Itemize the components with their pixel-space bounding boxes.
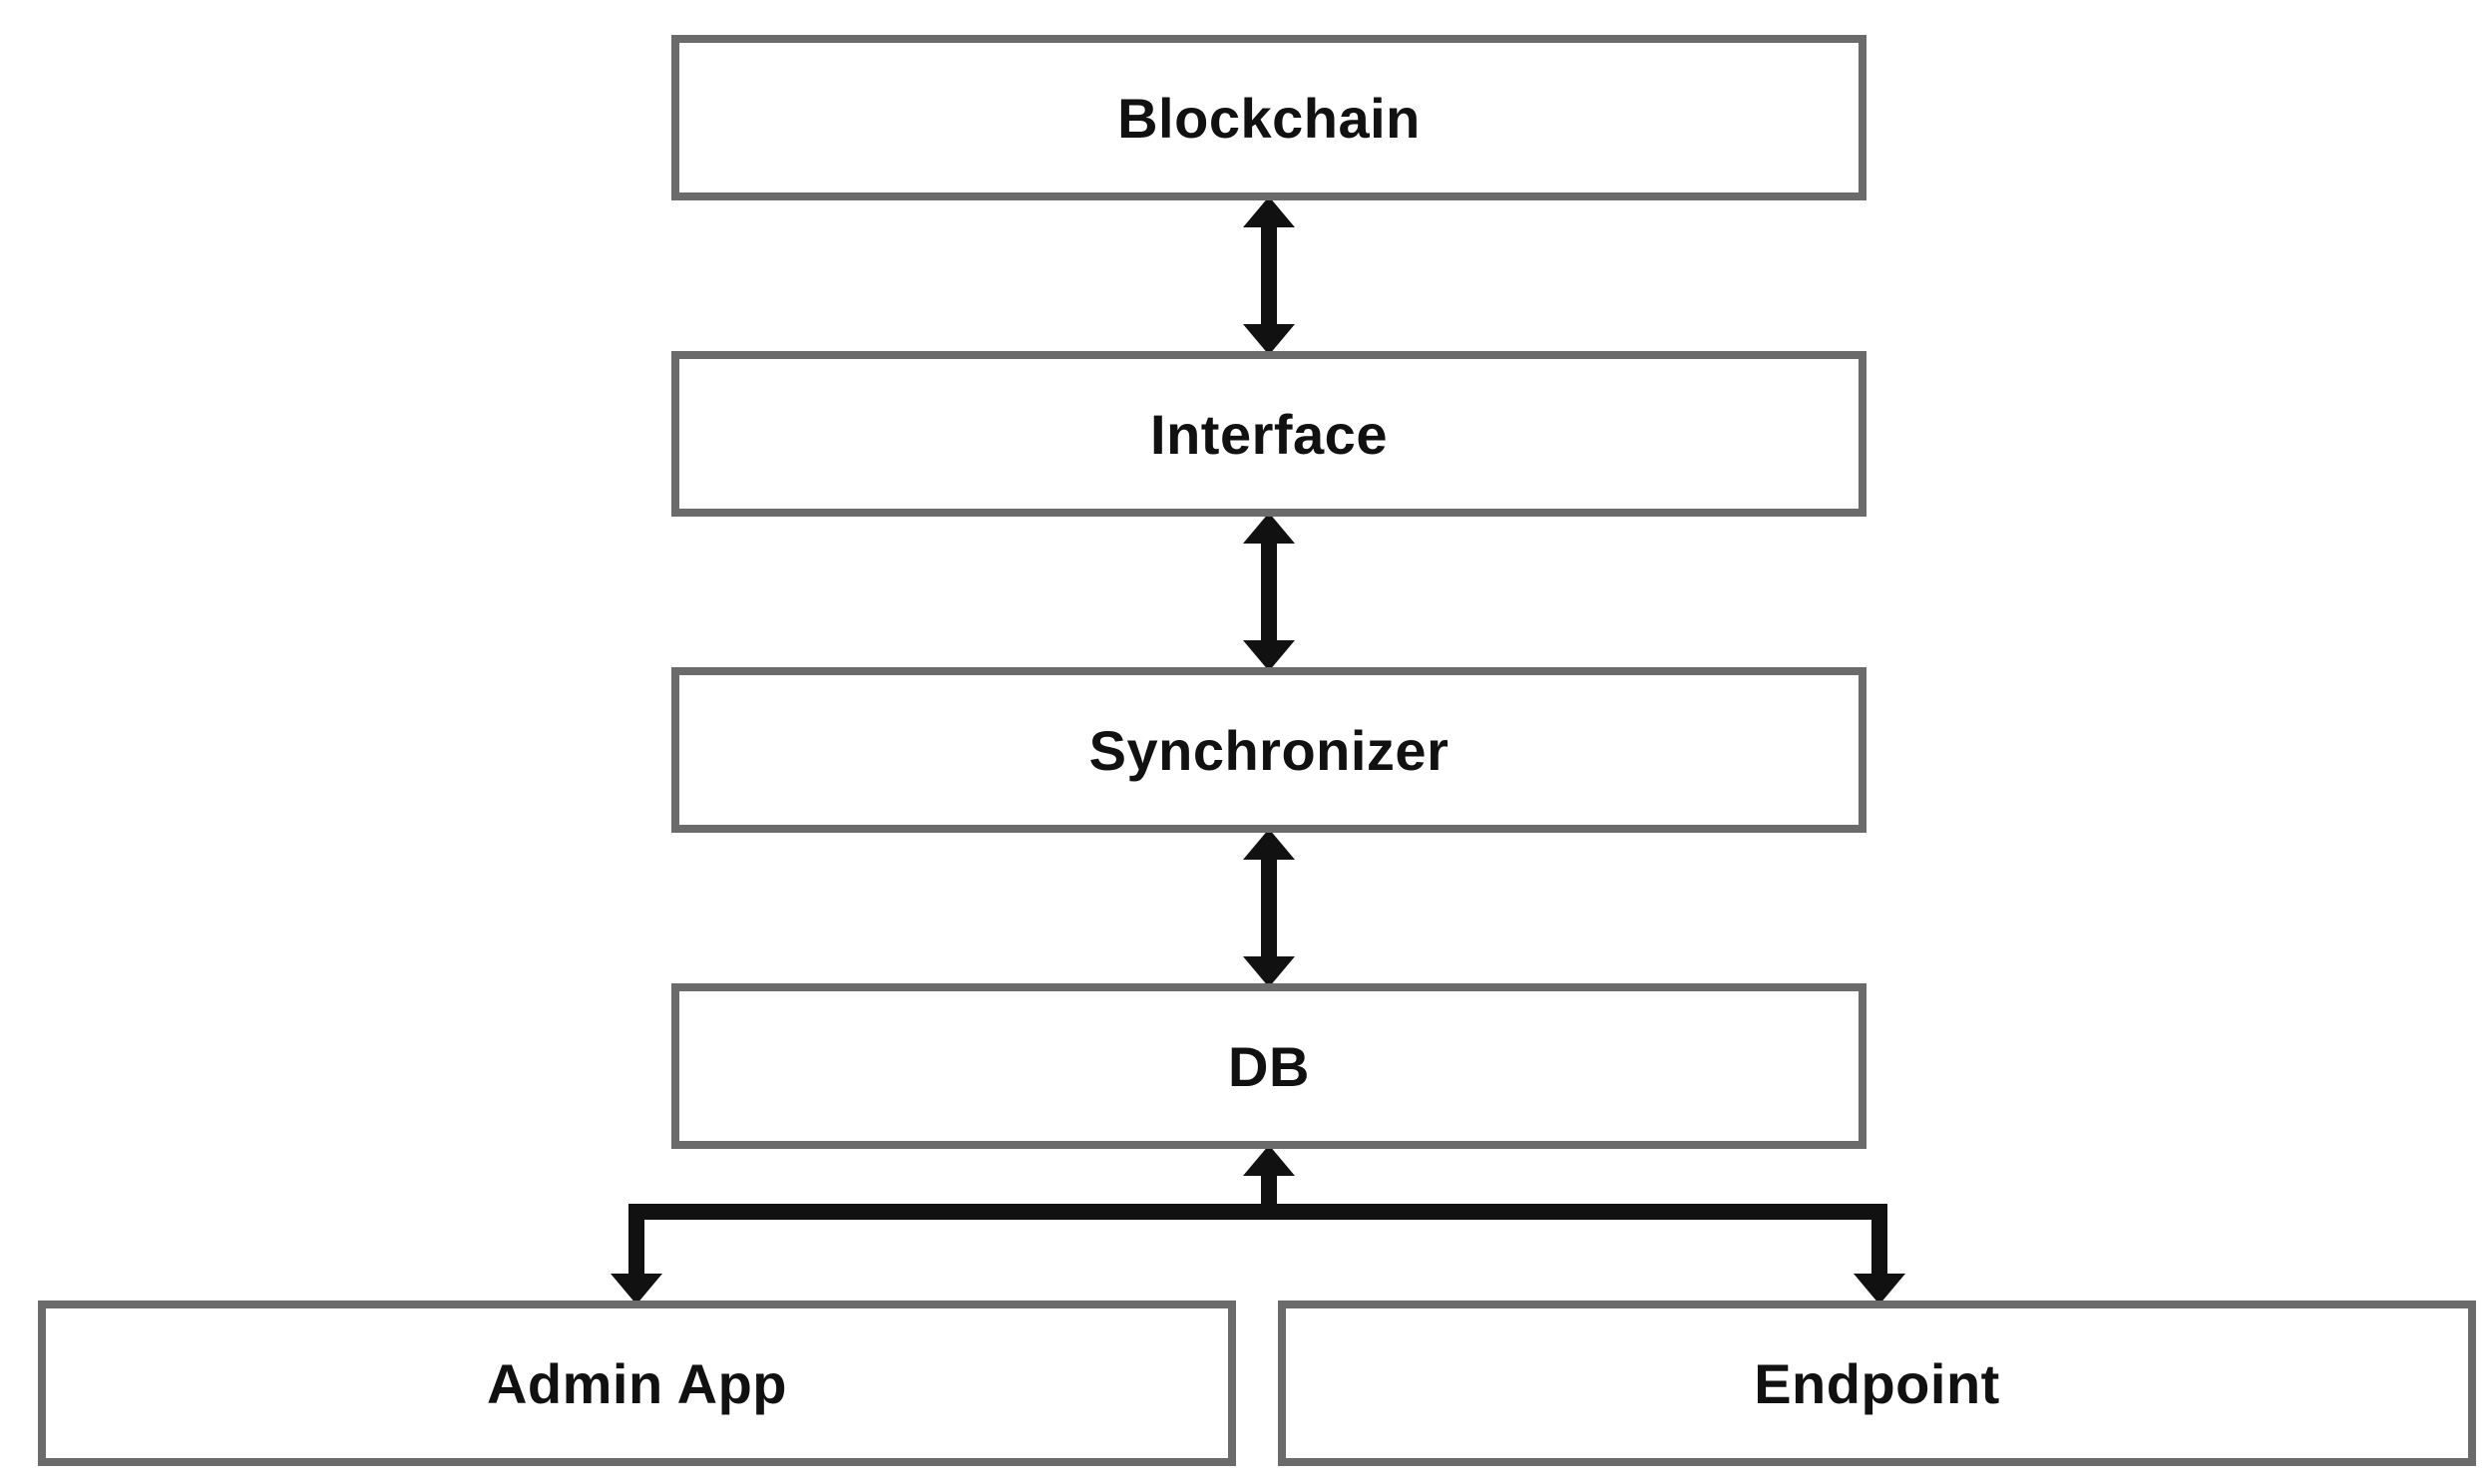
node-admin-app-label: Admin App	[486, 1351, 788, 1415]
node-blockchain-label: Blockchain	[1117, 86, 1421, 150]
arrow-db-branch	[611, 1145, 1905, 1304]
arrow-interface-synchronizer	[1243, 513, 1295, 671]
node-synchronizer-label: Synchronizer	[1088, 718, 1450, 782]
node-endpoint-label: Endpoint	[1754, 1351, 2000, 1415]
node-db-label: DB	[1228, 1034, 1310, 1098]
node-admin-app: Admin App	[38, 1300, 1236, 1466]
arrow-blockchain-interface	[1243, 196, 1295, 355]
node-interface-label: Interface	[1150, 402, 1388, 466]
node-blockchain: Blockchain	[671, 35, 1866, 200]
node-db: DB	[671, 983, 1866, 1149]
node-synchronizer: Synchronizer	[671, 667, 1866, 833]
node-endpoint: Endpoint	[1278, 1300, 2476, 1466]
node-interface: Interface	[671, 351, 1866, 517]
arrow-synchronizer-db	[1243, 829, 1295, 987]
